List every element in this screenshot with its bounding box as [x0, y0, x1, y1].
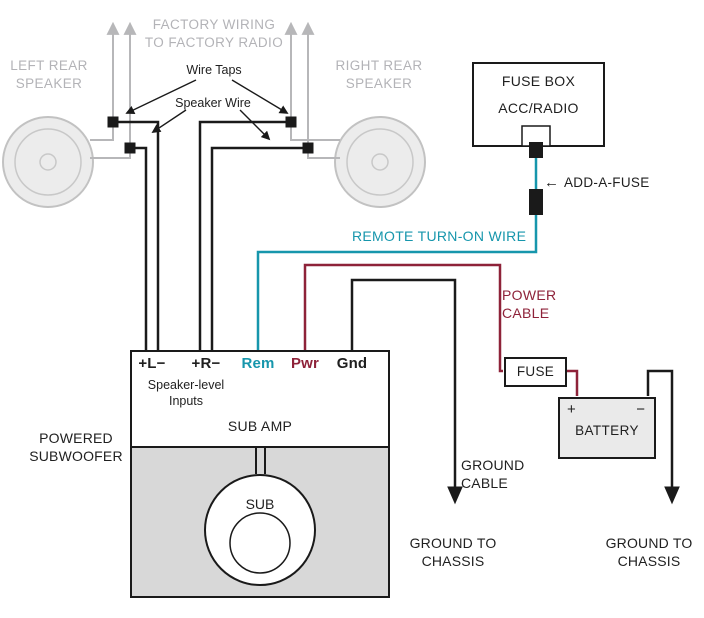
amp-terminal-remote: Rem [241, 355, 275, 372]
left-rear-speaker-label: LEFT REAR SPEAKER [10, 58, 88, 91]
factory-wiring-label: FACTORY WIRING TO FACTORY RADIO [144, 17, 284, 50]
powered-subwoofer-label: POWERED SUBWOOFER [29, 430, 123, 465]
amp-terminal-left-input: +L− [138, 355, 166, 372]
battery-label: BATTERY [575, 423, 639, 438]
speaker-level-inputs-label: Speaker-level Inputs [147, 378, 225, 409]
speaker-wire-label: Speaker Wire [175, 96, 251, 110]
right-rear-speaker-icon [334, 116, 426, 208]
right-rear-speaker-label: RIGHT REAR SPEAKER [335, 58, 423, 91]
ground-to-chassis-label-battery: GROUND TO CHASSIS [605, 535, 693, 570]
amp-terminal-power: Pwr [290, 355, 320, 372]
add-a-fuse-label: ADD-A-FUSE [564, 175, 650, 190]
battery-negative-terminal: − [636, 401, 645, 418]
left-rear-speaker-icon [2, 116, 94, 208]
add-a-fuse-callout: ← ADD-A-FUSE [544, 175, 650, 190]
amp-terminal-right-input: +R− [191, 355, 221, 372]
ground-cable-label: GROUND CABLE [461, 457, 525, 492]
inline-fuse: FUSE [504, 357, 567, 387]
wire-tap-connectors [107, 116, 314, 154]
battery: + − BATTERY [558, 397, 656, 459]
sub-amp-label: SUB AMP [227, 418, 293, 434]
remote-turn-on-wire-label: REMOTE TURN-ON WIRE [352, 228, 527, 244]
fuse-box-title: FUSE BOX [501, 73, 576, 89]
add-a-fuse-holder [529, 189, 543, 215]
wire-taps-label: Wire Taps [186, 63, 242, 77]
ground-to-chassis-label-amp: GROUND TO CHASSIS [409, 535, 497, 570]
sub-label: SUB [245, 496, 275, 512]
fuse-box: FUSE BOX ACC/RADIO [472, 62, 605, 147]
battery-positive-terminal: + [567, 401, 576, 418]
left-arrow-icon: ← [544, 174, 559, 191]
amp-terminal-ground: Gnd [336, 355, 368, 372]
power-cable-label: POWER CABLE [502, 287, 557, 322]
remote-turn-on-wire [256, 158, 538, 350]
fuse-box-circuit-label: ACC/RADIO [498, 100, 579, 116]
subwoofer-enclosure [132, 446, 388, 596]
speaker-wires [113, 120, 308, 350]
